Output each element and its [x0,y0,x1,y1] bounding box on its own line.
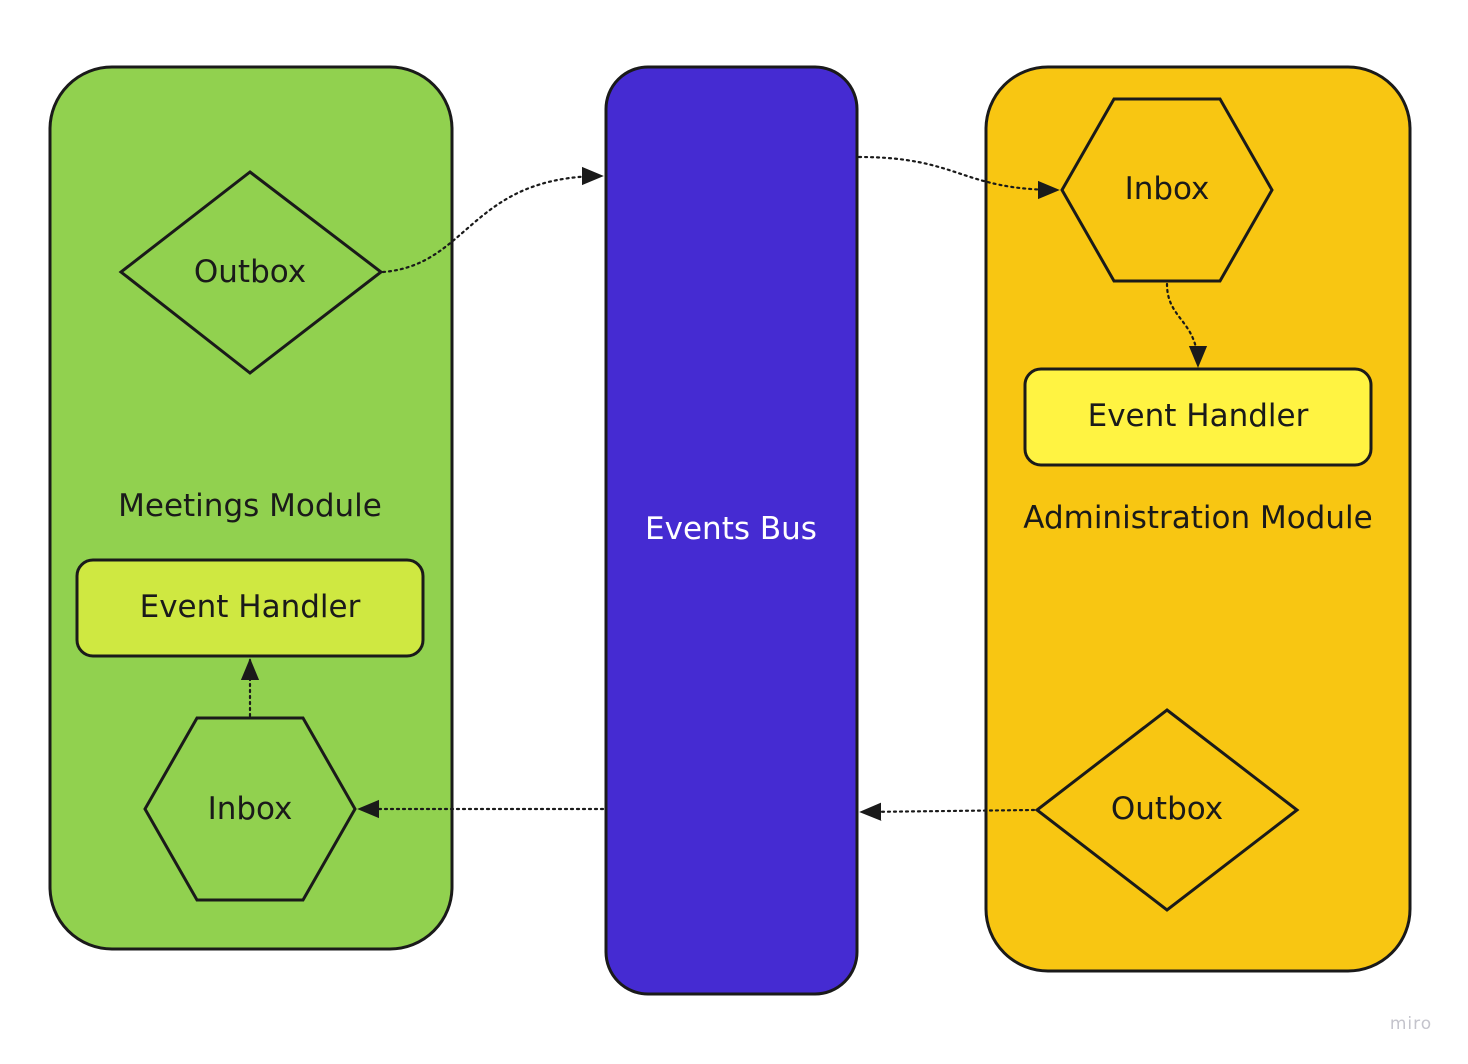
administration-module-title: Administration Module [1023,500,1372,536]
meetings-outbox-label: Outbox [194,254,306,290]
meetings-event-handler-box[interactable] [75,558,425,658]
meetings-outbox-diamond[interactable] [118,170,384,375]
admin-event-handler-label: Event Handler [1088,398,1309,434]
miro-watermark: miro [1390,1014,1432,1034]
events-bus-title: Events Bus [645,511,817,547]
connector-admin-outbox-to-bus [859,802,1036,821]
admin-inbox-label: Inbox [1125,171,1210,207]
admin-outbox-label: Outbox [1111,791,1223,827]
meetings-inbox-hexagon[interactable] [143,716,357,902]
connector-meetings-outbox-to-bus [381,166,604,274]
meetings-inbox-label: Inbox [208,791,293,827]
administration-module-container[interactable] [984,65,1412,973]
meetings-event-handler-label: Event Handler [140,589,361,625]
admin-inbox-hexagon[interactable] [1060,97,1274,283]
connector-bus-to-admin-inbox [857,155,1060,200]
admin-outbox-diamond[interactable] [1034,708,1300,912]
events-bus-container[interactable] [604,65,859,996]
admin-event-handler-box[interactable] [1023,367,1373,467]
connector-admin-inbox-to-handler [1165,282,1208,368]
meetings-module-title: Meetings Module [118,488,382,524]
